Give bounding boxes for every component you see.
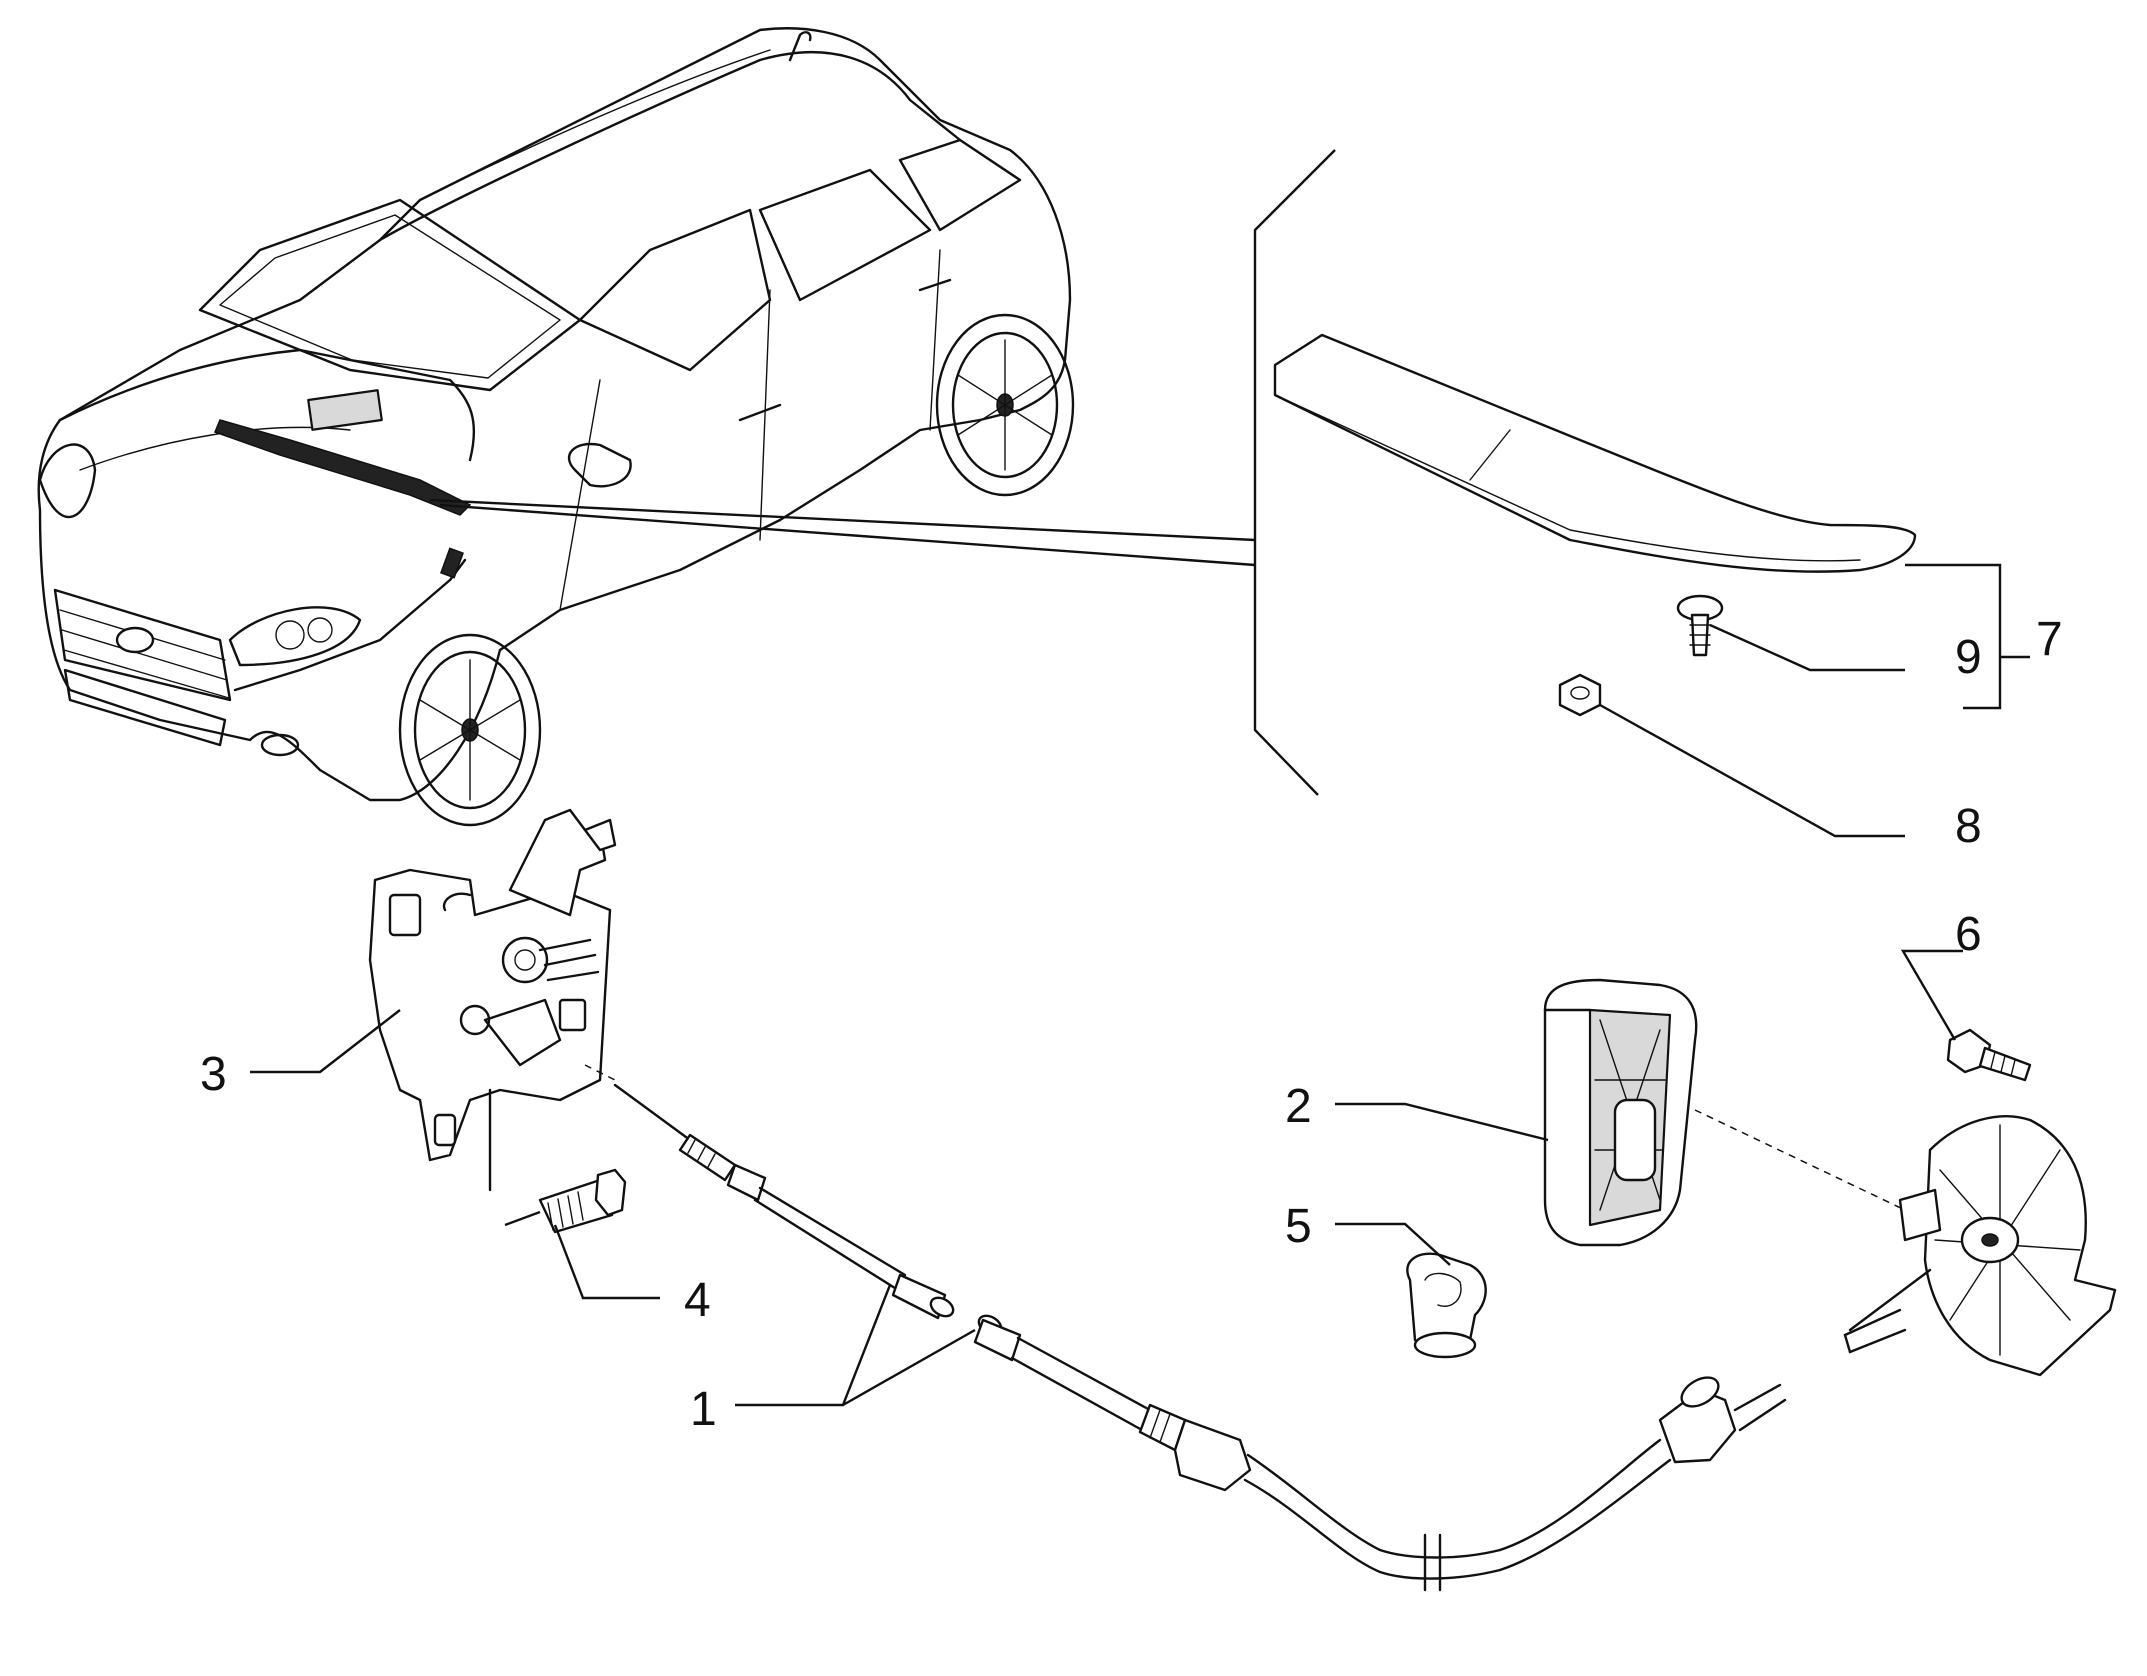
hood-seal-strip — [1273, 333, 1917, 573]
inset-bracket — [1253, 149, 1336, 796]
bolt-4 — [538, 1168, 627, 1234]
callout-label-6: 6 — [1955, 908, 1982, 961]
callout-label-1: 1 — [690, 1383, 717, 1436]
hood-latch-3 — [368, 808, 617, 1192]
zoom-line-upper — [429, 498, 1256, 542]
zoom-line-lower — [439, 503, 1256, 567]
callout-label-8: 8 — [1955, 800, 1982, 853]
clip-5 — [1406, 1252, 1487, 1359]
release-handle-2 — [1543, 978, 1698, 1247]
callout-label-3: 3 — [200, 1048, 227, 1101]
handle-bracket — [1848, 1115, 2117, 1377]
callout-label-2: 2 — [1285, 1080, 1312, 1133]
clip-9 — [1676, 594, 1724, 657]
car-illustration — [37, 27, 1075, 827]
callout-label-5: 5 — [1285, 1200, 1312, 1253]
callout-label-7: 7 — [2036, 613, 2063, 666]
bolt-6 — [1946, 1028, 2032, 1082]
callout-label-4: 4 — [684, 1274, 711, 1327]
callout-label-9: 9 — [1955, 631, 1982, 684]
release-cable-1 — [613, 1083, 1907, 1592]
bolt-4-dashline — [504, 1210, 541, 1227]
latch-cable-dashline — [584, 1064, 616, 1081]
callout-leaders — [250, 563, 2030, 1407]
nut-8 — [1558, 673, 1602, 717]
handle-dashline — [1694, 1109, 1906, 1211]
